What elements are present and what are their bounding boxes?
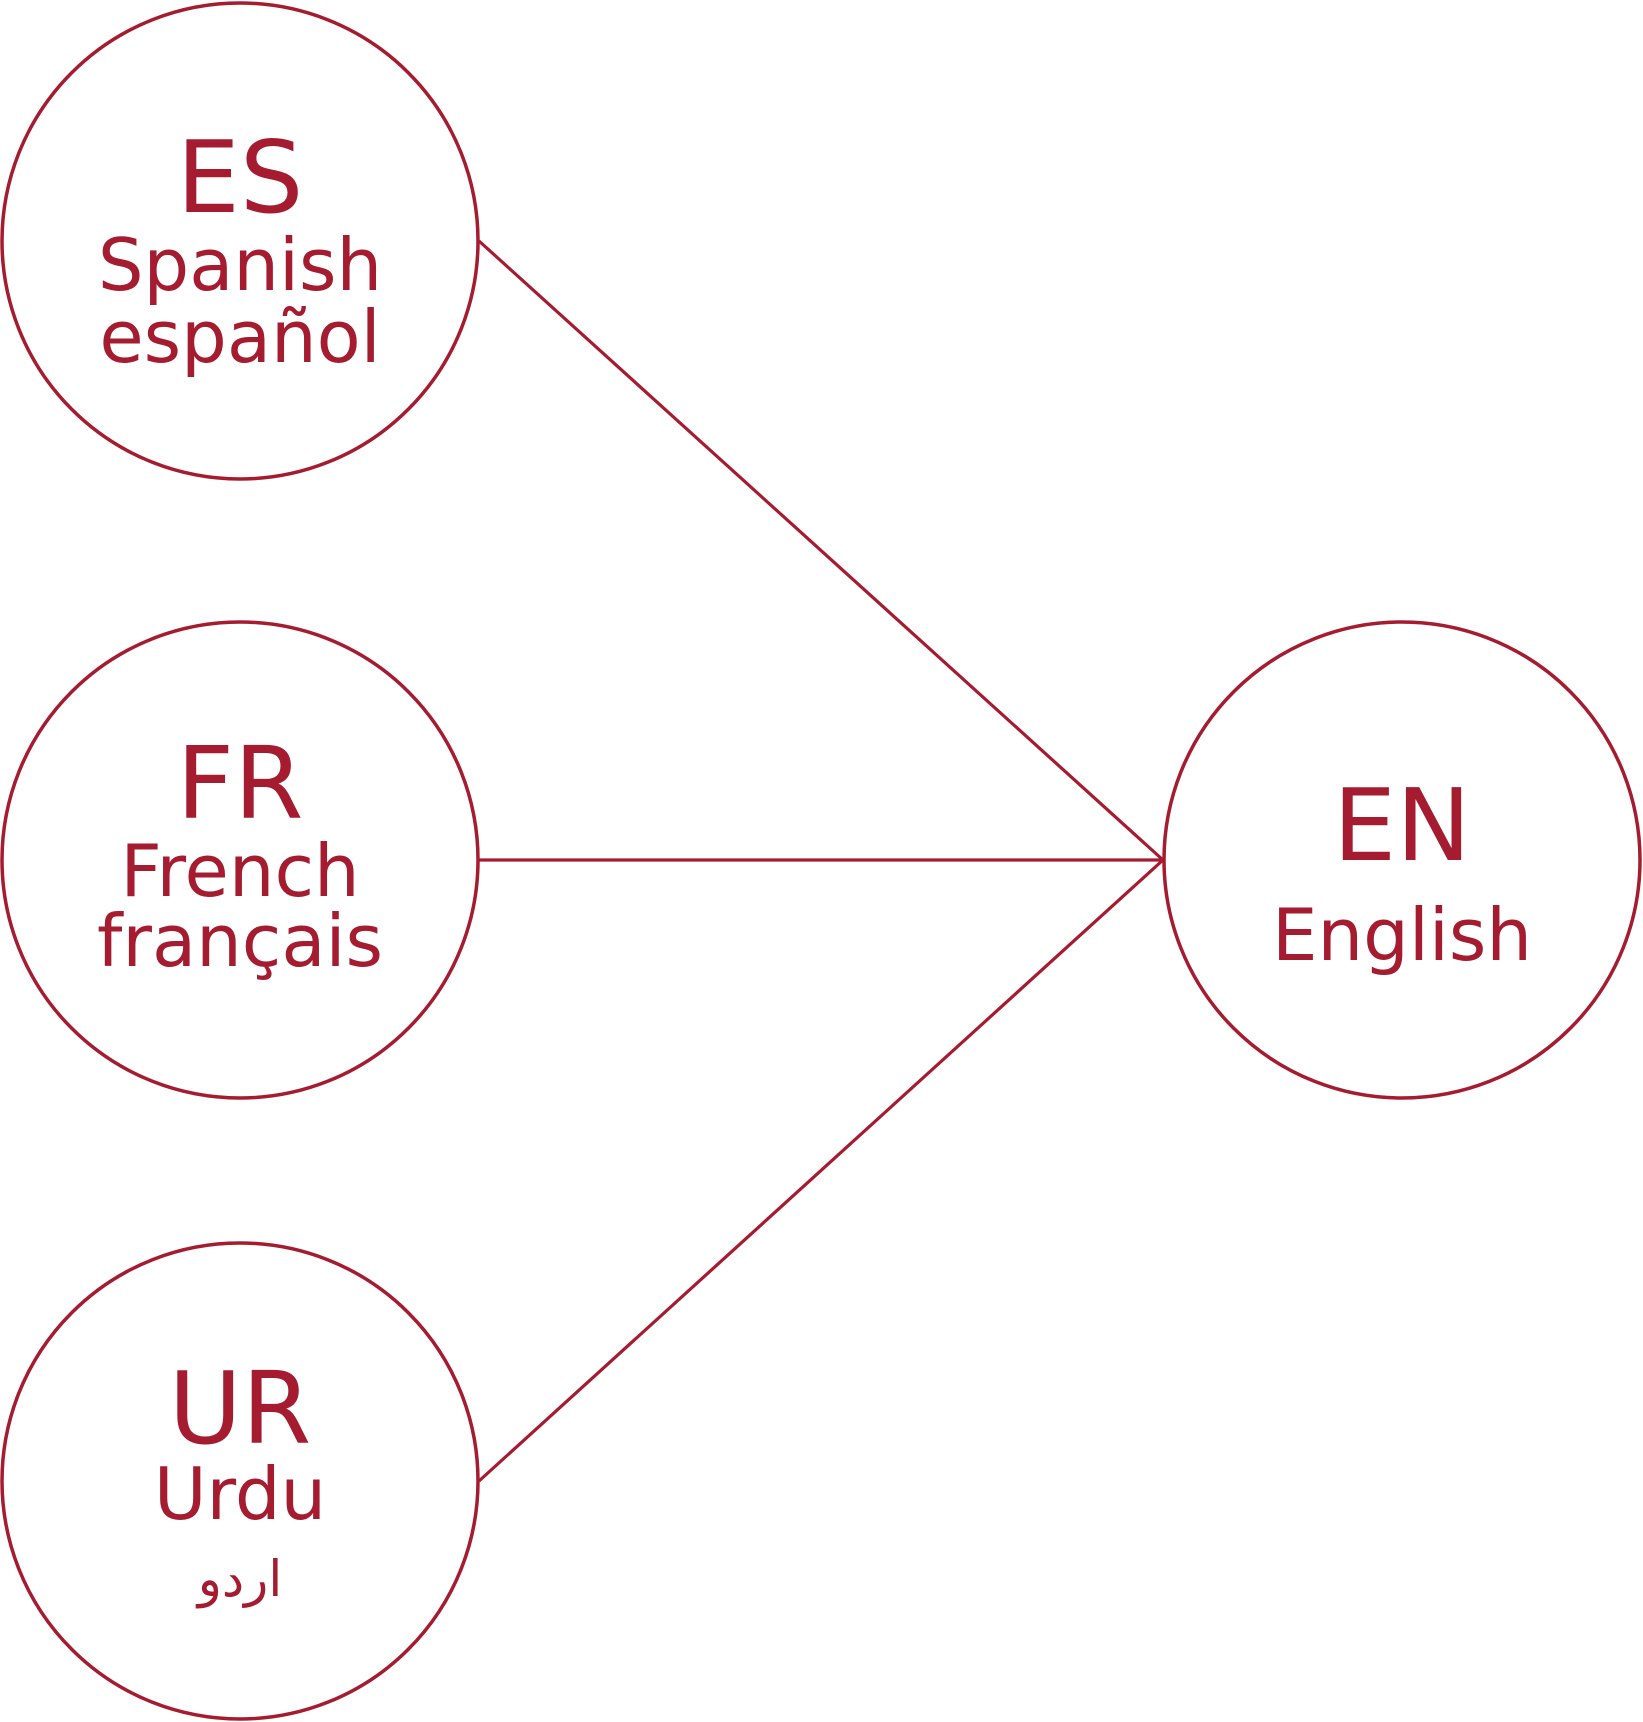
node-fr-name: French <box>120 829 359 913</box>
edge-es-en <box>477 239 1165 862</box>
node-ur-circle <box>0 1241 480 1721</box>
node-es-name: Spanish <box>98 223 382 307</box>
node-ur-name: Urdu <box>154 1452 326 1536</box>
node-es-circle <box>0 1 480 481</box>
node-es: ES Spanish español <box>0 1 480 481</box>
node-fr-native: français <box>97 899 383 983</box>
node-fr-code: FR <box>176 725 303 842</box>
node-es-code: ES <box>177 119 304 236</box>
edge-ur-en <box>477 858 1165 1483</box>
node-en: EN English <box>1162 620 1642 1100</box>
node-fr: FR French français <box>0 620 480 1100</box>
node-en-circle <box>1162 620 1642 1100</box>
node-es-native: español <box>99 295 380 379</box>
node-fr-circle <box>0 620 480 1100</box>
node-en-code: EN <box>1333 767 1471 884</box>
node-en-name: English <box>1272 893 1532 977</box>
node-ur: UR Urdu اردو <box>0 1241 480 1721</box>
node-ur-code: UR <box>169 1350 312 1467</box>
node-ur-native: اردو <box>195 1550 282 1609</box>
